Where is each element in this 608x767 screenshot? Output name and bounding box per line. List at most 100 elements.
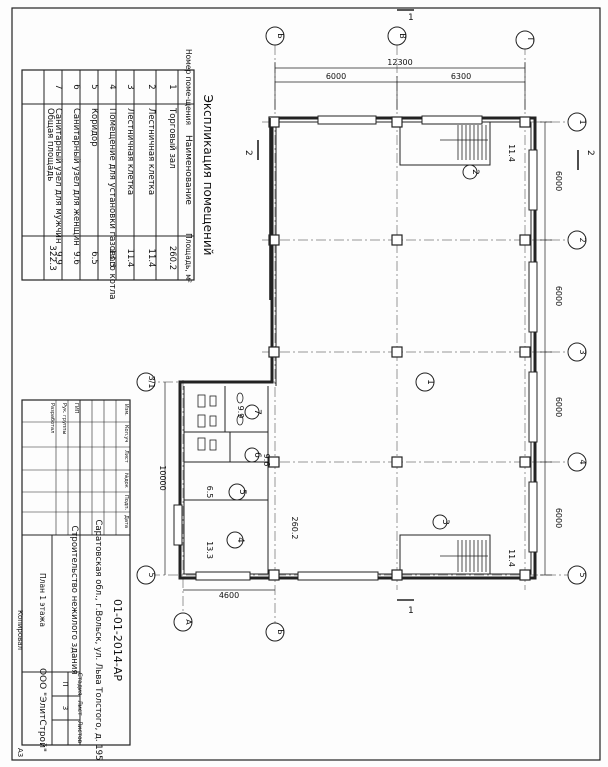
section-mark-top: 1 <box>408 13 414 23</box>
dim-wing-height: 10000 <box>158 465 167 490</box>
sheet-title: План 1 этажа <box>38 573 47 627</box>
total-value: 322.3 <box>47 245 57 271</box>
company-name: ООО "ЭлитСтрой" <box>37 668 47 752</box>
axis-bubble <box>567 112 587 132</box>
stage-value: П <box>61 681 69 686</box>
role-gip: ГИП <box>73 403 79 414</box>
axis-bubble-label: 3 <box>578 349 587 354</box>
doc-code: 01-01-2014-АР <box>111 599 124 681</box>
expl-row-num: 2 <box>146 84 156 89</box>
explication-title: Экспликация помещений <box>201 95 215 256</box>
expl-row-name: Санитарный узел для женщин <box>71 108 81 246</box>
expl-row-area: 11.4 <box>146 249 156 268</box>
title-block <box>21 399 131 746</box>
area-corridor: 6.5 <box>205 486 214 499</box>
axis-bubble <box>567 342 587 362</box>
room-marker-circle <box>432 514 448 530</box>
axis-bubble <box>567 230 587 250</box>
axis-bubble <box>136 372 156 392</box>
dim-right-3: 6000 <box>554 397 563 417</box>
total-label: Общая площадь <box>45 108 55 181</box>
room-marker-circle <box>226 531 244 549</box>
axis-bubble-label: 3/1 <box>147 376 156 389</box>
expl-row-area: 9.9 <box>53 251 63 265</box>
expl-row-name: Лестничная клетка <box>125 108 135 195</box>
axis-bubble-label: 5 <box>578 572 587 577</box>
axis-bubble <box>567 452 587 472</box>
sig-h-0: Изм. <box>123 404 129 416</box>
expl-row-area: 11.4 <box>125 249 135 268</box>
sheet-frame <box>11 7 601 761</box>
section-mark-left: 2 <box>243 150 253 156</box>
stage-header: Стадия <box>76 672 83 695</box>
sig-h-4: Подп. <box>123 495 129 511</box>
outer-walls <box>178 116 537 580</box>
axis-bubble <box>567 565 587 585</box>
dim-seg2: 6300 <box>451 72 471 81</box>
axis-bubble-label: Б <box>276 33 285 39</box>
expl-row-name: Лестничная клетка <box>146 108 156 195</box>
stair-bottom <box>440 540 488 572</box>
axis-bubble <box>265 26 285 46</box>
expl-row-num: 4 <box>107 84 117 89</box>
sheet-value: 3 <box>61 706 69 710</box>
header-area: Площадь, м² <box>184 233 193 283</box>
axis-bubble-label: 5 <box>147 572 156 577</box>
axis-bubble <box>173 612 193 632</box>
explication-table <box>21 69 195 281</box>
expl-row-name: Помещение для установки газового котла <box>107 108 117 300</box>
expl-row-num: 3 <box>125 84 135 89</box>
axis-bubble-label: Б <box>276 629 285 635</box>
sig-h-3: №док <box>123 473 129 488</box>
area-stair-bottom: 11.4 <box>507 549 516 567</box>
axis-bubble-label: В <box>398 33 407 39</box>
dimension-lines <box>164 9 579 601</box>
dim-right-1: 6000 <box>554 171 563 191</box>
role-developer: Разработал <box>49 403 55 433</box>
expl-row-area: 6.5 <box>89 251 99 265</box>
dim-wing-width: 4600 <box>219 591 239 600</box>
sanitary-fixtures <box>197 392 244 451</box>
format-label: А3 <box>16 748 24 757</box>
axis-bubble <box>136 565 156 585</box>
copied-label: Копировал <box>16 610 24 650</box>
inner-walls <box>183 121 532 575</box>
section-mark-right: 2 <box>585 150 595 156</box>
sig-h-1: Кол.уч <box>123 425 129 442</box>
role-group: Рук. группы <box>61 403 67 434</box>
room-marker-circle <box>228 483 246 501</box>
axis-bubble <box>387 26 407 46</box>
axis-bubble-label: 4 <box>578 459 587 464</box>
room-marker-number: 4 <box>235 537 245 543</box>
header-num: Номер поме-щения <box>184 49 193 125</box>
windows <box>173 115 538 581</box>
area-boiler: 13.3 <box>205 541 214 559</box>
room-marker-number: 6 <box>252 452 262 458</box>
room-marker-number: 7 <box>252 409 262 415</box>
room-marker-number: 1 <box>425 379 435 385</box>
stair-top <box>440 125 488 160</box>
sheet-header: Лист <box>76 700 83 716</box>
expl-row-num: 7 <box>53 84 63 89</box>
area-hall: 260.2 <box>290 517 299 540</box>
room-marker-number: 3 <box>440 519 450 525</box>
area-wc-w: 9.6 <box>262 454 271 467</box>
axis-bubble <box>265 622 285 642</box>
area-wc-m: 9.9 <box>236 406 245 419</box>
axis-bubble-label: 2 <box>578 237 587 242</box>
header-name: Наименование <box>183 135 193 205</box>
dim-overall: 12300 <box>387 58 412 67</box>
section-mark-bottom: 1 <box>408 606 414 616</box>
area-stair-top: 11.4 <box>507 144 516 162</box>
expl-row-num: 1 <box>167 84 177 89</box>
expl-row-name: Торговый зал <box>167 107 177 169</box>
expl-row-name: Санитарный узел для мужчин <box>53 108 63 244</box>
sheets-header: Листов <box>76 721 83 744</box>
dim-right-4: 6000 <box>554 508 563 528</box>
axis-bubble-label: Г <box>526 38 535 43</box>
columns <box>268 116 531 581</box>
